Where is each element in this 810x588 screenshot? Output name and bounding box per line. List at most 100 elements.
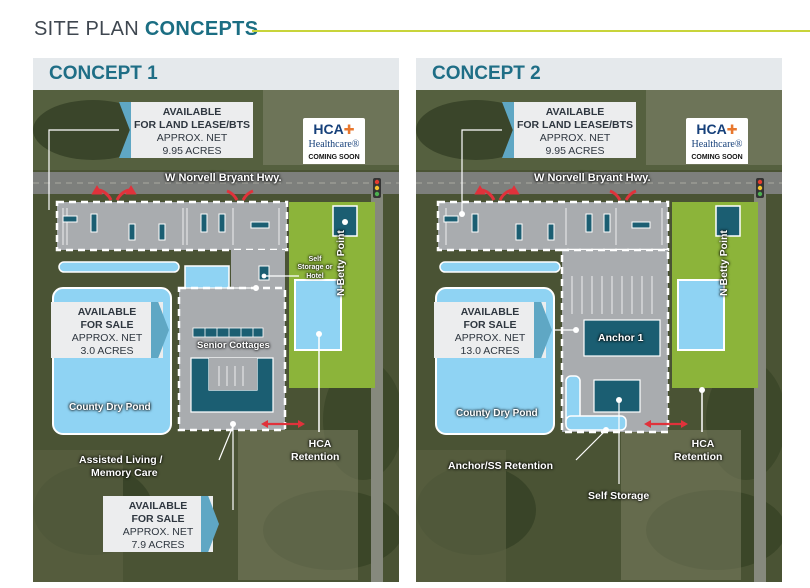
hca-building xyxy=(715,205,741,237)
sale-a-callout: AVAILABLE FOR SALE APPROX. NET 13.0 ACRE… xyxy=(434,302,546,358)
concept-1-site-plan: AVAILABLE FOR LAND LEASE/BTS APPROX. NET… xyxy=(33,90,399,582)
retail-building xyxy=(218,213,226,233)
highway-label: W Norvell Bryant Hwy. xyxy=(165,172,282,184)
senior-cottages-building xyxy=(192,327,264,338)
retail-building xyxy=(585,213,593,233)
retail-building xyxy=(471,213,479,233)
retail-building xyxy=(603,213,611,233)
hca-brand: HCA xyxy=(313,121,344,137)
retention-label-1: HCA xyxy=(691,438,715,450)
hca-tm: ® xyxy=(734,139,743,150)
aerial-clearing xyxy=(238,430,358,580)
sale-b-line-4: 7.9 ACRES xyxy=(131,539,185,552)
hca-logo: HCA✚ Healthcare® xyxy=(303,118,365,154)
anchor-1-label: Anchor 1 xyxy=(598,332,644,344)
hca-building-marker xyxy=(342,219,348,225)
hca-logo: HCA✚ Healthcare® xyxy=(686,118,748,154)
land-lease-callout: AVAILABLE FOR LAND LEASE/BTS APPROX. NET… xyxy=(131,102,253,158)
cottage-dividers xyxy=(204,328,254,337)
assisted-living-courtyard xyxy=(209,358,257,390)
concept-1-heading: CONCEPT 1 xyxy=(33,58,399,90)
aerial-clearing xyxy=(621,430,741,580)
assisted-parking-stripes xyxy=(218,366,244,386)
hca-sub: Healthcare xyxy=(308,139,352,150)
anchor-parking-stripes xyxy=(571,276,653,314)
side-road-label: N Betty Point xyxy=(335,230,347,296)
sale-a-line-2: FOR SALE xyxy=(80,319,134,332)
storage-hotel-building xyxy=(258,265,270,281)
land-lease-line-4: 9.95 ACRES xyxy=(162,145,222,158)
retail-building xyxy=(547,223,555,241)
highway xyxy=(416,172,782,194)
concept-2-heading: CONCEPT 2 xyxy=(416,58,782,90)
arrow-head-right xyxy=(681,420,688,428)
sale-b-callout: AVAILABLE FOR SALE APPROX. NET 7.9 ACRES xyxy=(103,496,213,552)
assisted-living-label: Assisted Living / xyxy=(79,454,163,466)
hca-retention-pond xyxy=(677,279,725,351)
land-lease-line-3: APPROX. NET xyxy=(539,132,611,145)
land-lease-line-3: APPROX. NET xyxy=(156,132,228,145)
page-title: SITE PLAN CONCEPTS xyxy=(34,18,258,41)
swale-pond xyxy=(58,261,180,273)
access-arrow-icons xyxy=(91,185,254,201)
anchor-retention-label: Anchor/SS Retention xyxy=(448,460,554,472)
land-lease-callout: AVAILABLE FOR LAND LEASE/BTS APPROX. NET… xyxy=(514,102,636,158)
title-rule xyxy=(252,30,810,32)
county-dry-pond-label: County Dry Pond xyxy=(69,402,151,413)
anchor-sale-boundary xyxy=(560,248,670,434)
land-lease-leader xyxy=(48,129,119,210)
retention-label-2: Retention xyxy=(291,451,340,463)
swale-pond xyxy=(439,261,561,273)
senior-cottages-label: Senior Cottages xyxy=(197,340,270,351)
sale-a-line-2: FOR SALE xyxy=(463,319,517,332)
land-lease-line-4: 9.95 ACRES xyxy=(545,145,605,158)
hca-sub: Healthcare xyxy=(691,139,735,150)
traffic-light-green xyxy=(374,191,380,197)
aerial-south-field xyxy=(416,450,506,582)
traffic-light-green xyxy=(757,191,763,197)
storage-hotel-label: Self Storage or Hotel xyxy=(297,256,333,280)
retail-building xyxy=(158,223,166,241)
land-lease-line-2: FOR LAND LEASE/BTS xyxy=(516,119,634,132)
land-lease-line-1: AVAILABLE xyxy=(162,106,222,118)
traffic-light-red xyxy=(757,179,763,185)
retail-building xyxy=(631,221,651,229)
hca-brand: HCA xyxy=(696,121,727,137)
page-title-bold: CONCEPTS xyxy=(144,18,259,40)
anchor-1-building xyxy=(583,319,661,357)
memory-care-label: Memory Care xyxy=(91,467,158,479)
highway xyxy=(33,172,399,194)
traffic-light-yellow xyxy=(757,185,763,191)
page-title-light: SITE PLAN xyxy=(34,18,145,40)
retail-building xyxy=(128,223,136,241)
sale-b-line-1: AVAILABLE xyxy=(128,500,188,512)
sale-a-line-3: APPROX. NET xyxy=(71,332,143,345)
retail-building xyxy=(443,215,459,223)
side-road-label: N Betty Point xyxy=(718,230,730,296)
coming-soon-label: COMING SOON xyxy=(303,152,365,164)
retail-building xyxy=(200,213,208,233)
retail-building xyxy=(250,221,270,229)
retail-lease-boundary xyxy=(55,200,289,252)
retail-building xyxy=(515,223,523,241)
arrow-head-right xyxy=(298,420,305,428)
retention-label-2: Retention xyxy=(674,451,723,463)
traffic-light-red xyxy=(374,179,380,185)
hca-cross-icon: ✚ xyxy=(343,122,355,137)
concept-2-site-plan: AVAILABLE FOR LAND LEASE/BTS APPROX. NET… xyxy=(416,90,782,582)
county-dry-pond-label: County Dry Pond xyxy=(456,408,538,419)
hca-retention-pond xyxy=(294,279,342,351)
self-storage-label: Self Storage xyxy=(588,490,650,502)
anchor-retention-pond-south xyxy=(565,415,627,431)
land-lease-line-2: FOR LAND LEASE/BTS xyxy=(133,119,251,132)
retail-building xyxy=(62,215,78,223)
land-lease-line-1: AVAILABLE xyxy=(545,106,605,118)
sale-b-line-3: APPROX. NET xyxy=(122,526,194,539)
sale-a-line-4: 13.0 ACRES xyxy=(460,345,520,358)
retail-parking-stripes xyxy=(62,208,280,245)
sale-b-line-2: FOR SALE xyxy=(131,513,185,526)
coming-soon-label: COMING SOON xyxy=(686,152,748,164)
sale-a-callout: AVAILABLE FOR SALE APPROX. NET 3.0 ACRES xyxy=(51,302,163,358)
retention-label-1: HCA xyxy=(308,438,332,450)
retail-lease-boundary xyxy=(436,200,670,252)
